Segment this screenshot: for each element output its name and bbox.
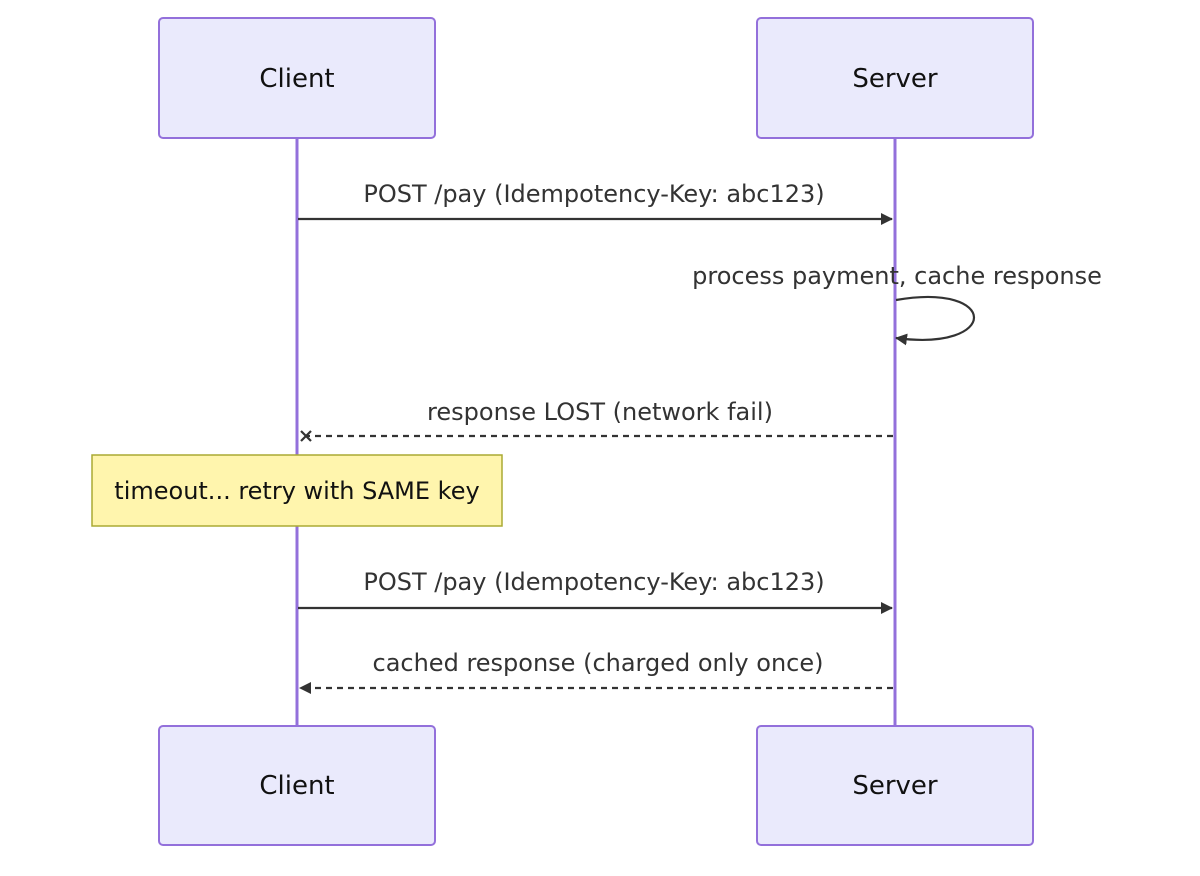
client-actor-top-label: Client [259, 64, 334, 94]
server-actor-top-label: Server [852, 64, 938, 94]
client-actor-bottom-box [158, 725, 436, 846]
server-actor-bottom: Server [756, 725, 1034, 846]
message-1-label: POST /pay (Idempotency-Key: abc123) [363, 180, 824, 208]
client-actor-top: Client [158, 17, 436, 139]
client-actor-bottom: Client [158, 725, 436, 846]
note: timeout... retry with SAME key [91, 454, 503, 527]
message-2-arrow [895, 295, 975, 346]
message-2-label: process payment, cache response [692, 262, 1102, 290]
message-3: response LOST (network fail) [300, 398, 893, 442]
message-5: cached response (charged only once) [299, 649, 893, 694]
message-1: POST /pay (Idempotency-Key: abc123) [298, 180, 893, 225]
server-actor-top-box [756, 17, 1034, 139]
note-text: timeout... retry with SAME key [114, 477, 479, 505]
client-actor-top-box [158, 17, 436, 139]
server-actor-bottom-box [756, 725, 1034, 846]
message-4: POST /pay (Idempotency-Key: abc123) [298, 568, 893, 614]
message-4-label: POST /pay (Idempotency-Key: abc123) [363, 568, 824, 596]
message-3-label: response LOST (network fail) [427, 398, 773, 426]
message-2: process payment, cache response [692, 262, 1102, 346]
message-5-label: cached response (charged only once) [373, 649, 824, 677]
note-box [91, 454, 503, 527]
server-actor-bottom-label: Server [852, 771, 938, 801]
client-actor-bottom-label: Client [259, 771, 334, 801]
server-actor-top: Server [756, 17, 1034, 139]
lost-message-cross-icon [300, 430, 312, 442]
